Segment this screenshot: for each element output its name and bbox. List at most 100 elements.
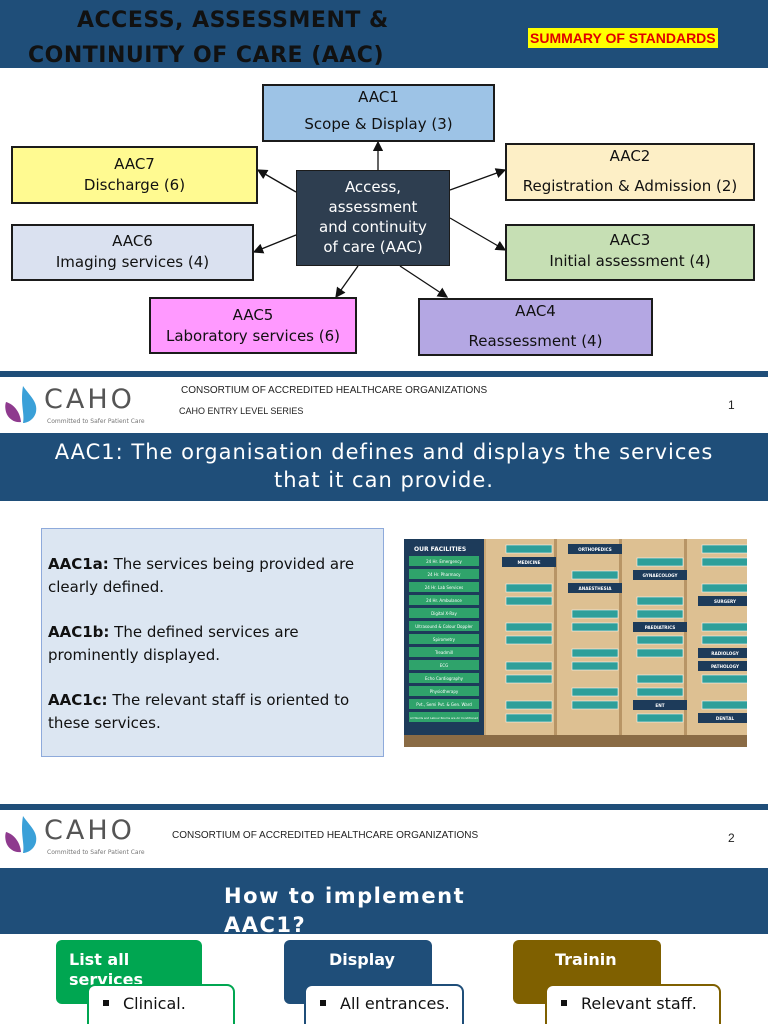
department-sign-label: DENTAL — [716, 716, 735, 721]
department-sign — [633, 700, 687, 710]
box-code: AAC3 — [609, 231, 651, 249]
facility-sign — [409, 569, 479, 579]
criterion-text-cont: prominently displayed. — [48, 646, 221, 664]
box-name: Registration & Admission (2) — [522, 177, 738, 195]
criterion-text-cont: clearly defined. — [48, 578, 165, 596]
facility-sign-label: Physiotherapy — [430, 689, 459, 694]
name-plate — [571, 570, 619, 580]
caho-wordmark: CAHO — [44, 384, 135, 415]
department-sign — [698, 648, 747, 658]
box-aac2: AAC2 Registration & Admission (2) — [505, 143, 755, 201]
box-aac1: AAC1 Scope & Display (3) — [262, 84, 495, 142]
name-plate — [636, 609, 684, 619]
arrow-to-aac5 — [335, 265, 359, 299]
facility-sign-label: Pvt., Semi Pvt. & Gen. Ward — [416, 702, 472, 707]
slide1-title-line2: CONTINUITY OF CARE (AAC) — [28, 43, 385, 68]
diagram-connectors — [252, 140, 507, 299]
criterion-code: AAC1c: — [48, 691, 108, 709]
slide2-bottom-strip — [0, 804, 768, 810]
department-sign-label: GYNAECOLOGY — [642, 573, 678, 578]
footer-org-name: CONSORTIUM OF ACCREDITED HEALTHCARE ORGA… — [181, 385, 488, 396]
slide2-title-line1: AAC1: The organisation defines and displ… — [54, 440, 714, 464]
arrow-to-aac2 — [449, 168, 507, 191]
slide3-title-bar: How to implement AAC1? — [0, 868, 768, 934]
box-code: AAC4 — [515, 302, 556, 320]
box-name: Discharge (6) — [83, 176, 186, 194]
department-sign — [698, 661, 747, 671]
name-plate — [571, 648, 619, 658]
step-bullet-text: All entrances. — [340, 994, 450, 1013]
slide1-title: ACCESS, ASSESSMENT & CONTINUITY OF CARE … — [0, 0, 460, 68]
center-line2: assessment — [328, 198, 418, 216]
criterion-text: The defined services are — [109, 623, 299, 641]
caho-tagline: Committed to Safer Patient Care — [47, 418, 145, 425]
name-plate — [701, 583, 747, 593]
facility-sign — [409, 699, 479, 709]
department-sign — [698, 596, 747, 606]
department-sign — [633, 570, 687, 580]
center-line1: Access, — [344, 178, 402, 196]
footer-1: CAHO Committed to Safer Patient Care CON… — [0, 377, 768, 433]
box-code: AAC6 — [112, 232, 153, 250]
name-plate — [571, 661, 619, 671]
aac-center-box: Access, assessment and continuity of car… — [296, 170, 450, 266]
facility-sign-label: Echo Cardiography — [425, 676, 464, 681]
aac1-criteria-panel: AAC1a: The services being provided are c… — [41, 528, 384, 757]
department-list: MEDICINEORTHOPEDICSANAESTHESIAGYNAECOLOG… — [502, 544, 747, 723]
name-plate — [505, 622, 553, 632]
facility-sign — [409, 595, 479, 605]
box-aac7: AAC7 Discharge (6) — [11, 146, 258, 204]
name-plate — [571, 700, 619, 710]
page-number: 2 — [728, 831, 735, 845]
step-bullet-text: Relevant staff. — [581, 994, 697, 1013]
name-plate — [571, 622, 619, 632]
step-display-card: All entrances. — [304, 984, 464, 1024]
facility-sign — [409, 556, 479, 566]
caho-logo-icon — [5, 386, 37, 423]
department-sign-label: SURGERY — [714, 599, 737, 604]
facility-sign — [409, 673, 479, 683]
facility-sign-label: All Wards and Labour Rooms are Air Condi… — [410, 716, 478, 720]
facility-sign — [409, 608, 479, 618]
bullet-icon — [561, 999, 567, 1006]
criterion-text-cont: these services. — [48, 714, 161, 732]
facility-sign — [409, 712, 479, 722]
name-plate — [505, 713, 553, 723]
criterion-code: AAC1a: — [48, 555, 109, 573]
slide2-title-line2: that it can provide. — [273, 468, 494, 492]
department-sign-label: PATHOLOGY — [711, 664, 740, 669]
summary-badge: SUMMARY OF STANDARDS — [528, 28, 718, 48]
department-sign-label: ANAESTHESIA — [579, 586, 613, 591]
box-aac4: AAC4 Reassessment (4) — [418, 298, 653, 356]
facility-sign-label: ECG — [440, 663, 448, 668]
box-code: AAC2 — [609, 147, 651, 165]
facility-sign-label: Digital X-Ray — [431, 611, 457, 616]
name-plate — [701, 635, 747, 645]
criterion-text: The relevant staff is oriented to — [107, 691, 350, 709]
name-plate — [505, 596, 553, 606]
box-aac5: AAC5 Laboratory services (6) — [149, 297, 357, 354]
box-name: Imaging services (4) — [55, 253, 210, 271]
facility-sign-label: 24 Hr. Lab Services — [425, 585, 464, 590]
facility-sign — [409, 621, 479, 631]
slide1-title-line1: ACCESS, ASSESSMENT & — [77, 8, 389, 33]
name-plate — [701, 700, 747, 710]
step-label: Trainin — [555, 950, 617, 969]
department-sign-label: ENT — [655, 703, 664, 708]
step-list-services-card: Clinical. — [87, 984, 235, 1024]
facility-sign-label: 24 Hr. Ambulance — [426, 598, 462, 603]
box-aac6: AAC6 Imaging services (4) — [11, 224, 254, 281]
facility-sign — [409, 634, 479, 644]
slide1-bottom-strip — [0, 371, 768, 377]
facility-sign-label: Spirometry — [433, 637, 456, 642]
department-sign — [568, 544, 622, 554]
department-sign-label: MEDICINE — [517, 560, 540, 565]
department-sign — [633, 622, 687, 632]
bullet-icon — [103, 999, 109, 1006]
footer-2: CAHO Committed to Safer Patient Care CON… — [0, 810, 768, 868]
arrow-to-aac7 — [256, 169, 297, 193]
center-line4: of care (AAC) — [323, 238, 423, 256]
